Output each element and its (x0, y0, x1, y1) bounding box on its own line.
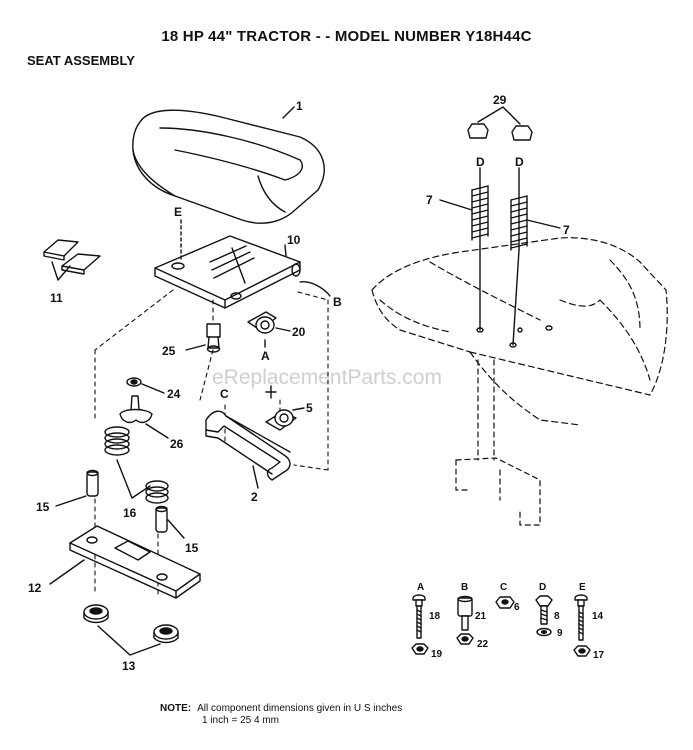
nut-part-22[interactable] (456, 633, 474, 645)
spacer-part-15-left[interactable] (86, 469, 99, 497)
bumpers-part-13[interactable] (83, 604, 179, 644)
seat-rail-part-2[interactable] (205, 410, 291, 481)
callout-16: 16 (123, 506, 137, 520)
callout-18: 18 (429, 611, 441, 622)
note-line-2: 1 inch = 25 4 mm (202, 715, 279, 726)
callout-a-clip: A (261, 349, 270, 363)
callout-9: 9 (557, 628, 563, 639)
callout-17: 17 (593, 650, 605, 661)
callout-d-left: D (476, 155, 485, 169)
callout-14: 14 (592, 611, 604, 622)
nut-part-17[interactable] (573, 645, 591, 657)
note-line-1: All component dimensions given in U S in… (197, 703, 403, 714)
callout-6: 6 (514, 602, 520, 613)
callout-12: 12 (28, 581, 42, 595)
knob-part-26[interactable] (119, 395, 153, 424)
hardware-letter-d: D (539, 582, 546, 593)
note-label: NOTE: (160, 703, 192, 714)
callout-22: 22 (477, 639, 489, 650)
nut-part-19[interactable] (411, 643, 429, 655)
watermark: eReplacementParts.com (212, 366, 442, 389)
spring-part-7-left[interactable] (471, 175, 489, 251)
callout-20: 20 (292, 325, 306, 339)
bolt-part-21[interactable] (457, 595, 473, 631)
callout-21: 21 (475, 611, 487, 622)
section-title: SEAT ASSEMBLY (27, 53, 135, 68)
callout-2: 2 (251, 490, 258, 504)
callout-7-left: 7 (426, 193, 433, 207)
nut-part-6[interactable] (495, 596, 515, 609)
spring-part-16-right[interactable] (145, 480, 169, 504)
hardware-letter-c: C (500, 582, 507, 593)
callout-1: 1 (296, 99, 303, 113)
callout-8: 8 (554, 611, 560, 622)
callout-e-plate: E (174, 205, 182, 219)
callout-d-right: D (515, 155, 524, 169)
seat-plate-part-10[interactable] (154, 235, 301, 309)
callout-10: 10 (287, 233, 301, 247)
callout-19: 19 (431, 649, 443, 660)
caps-part-29[interactable] (467, 123, 533, 141)
fender-outline (371, 237, 668, 426)
bracket-part-5[interactable] (265, 409, 297, 431)
clip-part-20[interactable] (247, 311, 277, 334)
spring-part-16-left[interactable] (104, 426, 130, 456)
callout-c-rail: C (220, 387, 229, 401)
callout-7-right: 7 (563, 223, 570, 237)
nut-part-24[interactable] (126, 377, 142, 387)
seat-part-1[interactable] (132, 109, 325, 224)
hardware-letter-e: E (579, 582, 586, 593)
bolt-part-14[interactable] (574, 594, 588, 641)
callout-13: 13 (122, 659, 136, 673)
spacer-part-15-right[interactable] (155, 505, 168, 533)
hardware-letter-a: A (417, 582, 424, 593)
callout-29: 29 (493, 93, 507, 107)
callout-b-plate: B (333, 295, 342, 309)
bolt-part-18[interactable] (412, 594, 426, 639)
callout-24: 24 (167, 387, 181, 401)
washer-part-9[interactable] (536, 627, 552, 637)
dimension-note: NOTE: All component dimensions given in U… (160, 703, 402, 727)
hardware-letter-b: B (461, 582, 468, 593)
callout-11: 11 (50, 291, 63, 305)
callout-26: 26 (170, 437, 184, 451)
seat-pads-part-11[interactable] (43, 239, 101, 275)
callout-15-right: 15 (185, 541, 199, 555)
callout-15-left: 15 (36, 500, 50, 514)
page-title: 18 HP 44" TRACTOR - - MODEL NUMBER Y18H4… (161, 28, 532, 45)
spring-part-7-right[interactable] (510, 175, 528, 251)
bolt-part-8[interactable] (535, 595, 553, 625)
callout-5: 5 (306, 401, 313, 415)
base-plate-part-12[interactable] (69, 525, 201, 599)
bolt-part-25[interactable] (206, 323, 221, 353)
mount-bracket-outline (455, 359, 541, 526)
callout-25: 25 (162, 344, 176, 358)
